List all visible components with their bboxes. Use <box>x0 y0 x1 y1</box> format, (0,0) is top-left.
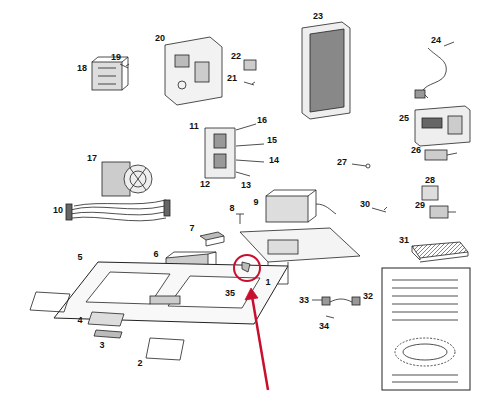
callout-number: 9 <box>253 198 258 207</box>
callout-number: 5 <box>77 253 82 262</box>
pointer-arrow <box>252 296 268 390</box>
callout-number: 11 <box>189 122 199 131</box>
callout-number: 23 <box>313 12 323 21</box>
callout-number: 13 <box>241 181 251 190</box>
callout-number: 3 <box>99 341 104 350</box>
callout-number: 25 <box>399 114 409 123</box>
callout-number: 17 <box>87 154 97 163</box>
callout-number: 2 <box>137 359 142 368</box>
arrow-head <box>245 288 258 300</box>
callout-number: 7 <box>189 224 194 233</box>
callout-number: 34 <box>319 322 329 331</box>
callout-number: 10 <box>53 206 63 215</box>
callout-number: 18 <box>77 64 87 73</box>
callout-number: 26 <box>411 146 421 155</box>
highlight-circle <box>234 255 260 281</box>
callout-number: 20 <box>155 34 165 43</box>
callout-number: 28 <box>425 176 435 185</box>
callout-number: 16 <box>257 116 267 125</box>
callout-number: 21 <box>227 74 237 83</box>
callout-number: 1 <box>265 278 270 287</box>
callout-number: 32 <box>363 292 373 301</box>
callout-number: 33 <box>299 296 309 305</box>
callout-number: 14 <box>269 156 279 165</box>
callout-number: 4 <box>77 316 82 325</box>
callout-number: 30 <box>360 200 370 209</box>
callout-number: 15 <box>267 136 277 145</box>
callout-number: 29 <box>415 201 425 210</box>
callout-number: 22 <box>231 52 241 61</box>
callout-number: 31 <box>399 236 409 245</box>
callout-number: 8 <box>229 204 234 213</box>
callout-number: 12 <box>200 180 210 189</box>
callout-number: 35 <box>225 289 235 298</box>
callout-number: 6 <box>153 250 158 259</box>
callout-number: 19 <box>111 53 121 62</box>
callout-number: 24 <box>431 36 441 45</box>
callout-number: 27 <box>337 158 347 167</box>
